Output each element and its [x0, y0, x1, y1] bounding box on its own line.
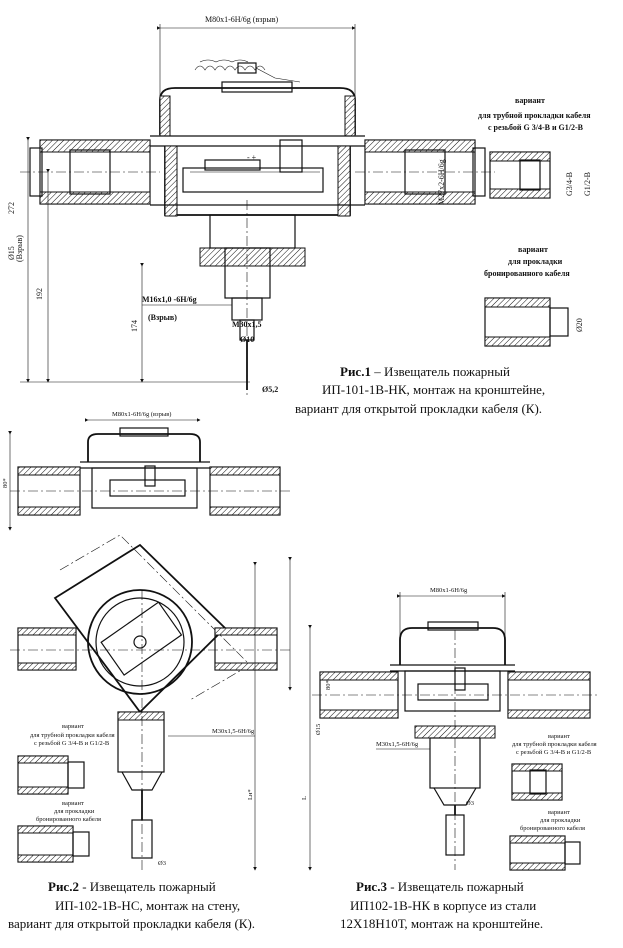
fig1-variant2-detail: [484, 297, 569, 347]
fig1-variant1-title: вариант: [515, 96, 545, 105]
fig1-dim-192: 192: [35, 288, 44, 300]
fig3-variant1-line1: для трубной прокладки кабеля: [512, 741, 597, 748]
fig3-dim-d3: Ø3: [466, 800, 474, 807]
fig2-variant1-line1: для трубной прокладки кабеля: [30, 732, 115, 739]
fig1-caption-1: Рис.1 – Извещатель пожарный: [340, 364, 510, 379]
fig1-variant1-line2: с резьбой G 3/4-B и G1/2-B: [488, 123, 584, 132]
fig3-caption-line3: 12Х18Н10Т, монтаж на кронштейне.: [340, 916, 543, 931]
fig3-caption-line1: - Извещатель пожарный: [387, 879, 524, 894]
fig2-caption-line3: вариант для открытой прокладки кабеля (К…: [8, 916, 255, 931]
fig1-variant1-line1: для трубной прокладки кабеля: [478, 111, 591, 120]
fig3-dim-side: 80*: [325, 680, 332, 690]
fig1-variant1-detail: [489, 151, 551, 199]
fig1-dim-d15-note: (Взрыв): [15, 235, 24, 262]
fig3-caption-1: Рис.3 - Извещатель пожарный: [356, 879, 524, 894]
fig3-dim-top: M80x1-6H/6g: [430, 587, 468, 594]
fig3-caption-bold: Рис.3: [356, 879, 387, 894]
fig1-dim-174: 174: [130, 320, 139, 332]
fig2-variant2-title: вариант: [62, 800, 84, 807]
fig1-caption-line1: – Извещатель пожарный: [371, 364, 510, 379]
figure-1: M80x1-6H/6g (взрыв) - +: [7, 15, 592, 416]
fig1-dim-top: M80x1-6H/6g (взрыв): [205, 15, 279, 24]
fig2-dim-side: 80*: [2, 478, 9, 488]
fig3-variant2-line2: бронированного кабеля: [520, 825, 585, 832]
fig2-caption-bold: Рис.2: [48, 879, 79, 894]
fig1-dim-g12: G1/2-B: [583, 172, 592, 196]
fig1-signs: - +: [247, 153, 257, 162]
fig2-caption-line2: ИП-102-1В-НС, монтаж на стену,: [55, 898, 240, 913]
fig1-caption-line3: вариант для открытой прокладки кабеля (К…: [295, 401, 542, 416]
fig1-dim-m30: M30x1,5: [232, 320, 262, 329]
fig1-caption-line2: ИП-101-1В-НК, монтаж на кронштейне,: [322, 382, 545, 397]
fig1-variant2-line1: для прокладки: [508, 257, 563, 266]
fig1-dim-m16: M16x1,0 -6H/6g: [142, 295, 197, 304]
fig2-caption-1: Рис.2 - Извещатель пожарный: [48, 879, 216, 894]
fig2-dim-top: M80x1-6H/6g (взрыв): [112, 411, 171, 418]
fig2-dim-d3: Ø3: [158, 860, 166, 867]
fig1-dim-m16-note: (Взрыв): [148, 313, 177, 322]
fig1-dim-272: 272: [7, 202, 16, 214]
fig3-caption-line2: ИП102-1В-НК в корпусе из стали: [350, 898, 536, 913]
fig2-caption-line1: - Извещатель пожарный: [79, 879, 216, 894]
fig2-dim-len: Lн*: [247, 789, 254, 800]
fig3-dim-m30: M30x1,5-6H/6g: [376, 741, 419, 748]
fig1-dim-g34: G3/4-B: [565, 172, 574, 196]
fig2-dim-m30: M30x1,5-6H/6g: [212, 728, 255, 735]
fig1-left-gland: [20, 139, 160, 205]
fig3-variant1-title: вариант: [548, 733, 570, 740]
fig1-dim-d20: Ø20: [575, 318, 584, 332]
fig3-variant2-title: вариант: [548, 809, 570, 816]
fig1-right-gland: [355, 139, 495, 205]
fig3-dim-l: L: [301, 796, 308, 800]
fig1-dim-d15: Ø15: [7, 246, 16, 260]
fig1-variant2-title: вариант: [518, 245, 548, 254]
fig1-dim-d5: Ø5,2: [262, 385, 278, 394]
fig1-dim-d10: Ø10: [240, 335, 254, 344]
fig1-caption-bold: Рис.1: [340, 364, 371, 379]
fig2-variant1-title: вариант: [62, 723, 84, 730]
figure-3: M80x1-6H/6g M30x1,5-6H/6g Ø3 L 80* Ø15 в: [301, 587, 600, 931]
figure-2-side: M80x1-6H/6g (взрыв) 80*: [2, 411, 290, 531]
fig3-variant1-line2: с резьбой G 3/4-B и G1/2-B: [516, 749, 592, 756]
fig3-dim-d15: Ø15: [315, 724, 322, 735]
fig2-variant2-line1: для прокладки: [54, 808, 95, 815]
fig1-variant2-line2: бронированного кабеля: [484, 269, 570, 278]
fig2-variant1-line2: с резьбой G 3/4-B и G1/2-B: [34, 740, 110, 747]
fig1-dim-m27: M27x2-6H/6g: [437, 159, 446, 205]
fig3-variant2-line1: для прокладки: [540, 817, 581, 824]
fig2-variant2-line2: бронированного кабеля: [36, 816, 101, 823]
figure-2-wall: M30x1,5-6H/6g Lн* Ø3 вариант для трубной…: [8, 534, 292, 931]
